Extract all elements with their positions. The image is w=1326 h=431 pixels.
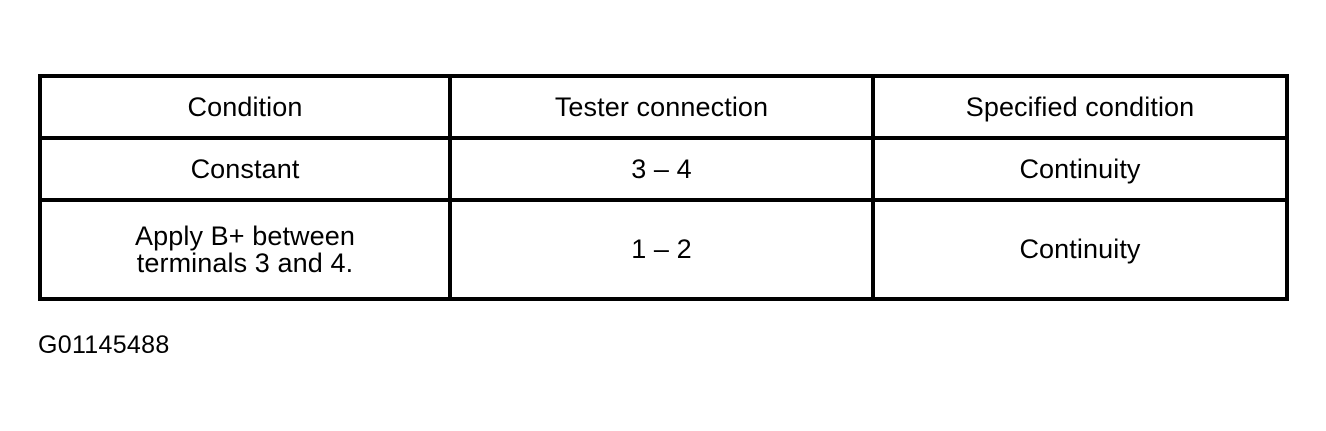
table-header-row: Condition Tester connection Specified co… — [38, 74, 1289, 140]
cell-tester-connection: 1 – 2 — [448, 198, 875, 301]
figure-caption: G01145488 — [38, 331, 170, 359]
table-row: Apply B+ between terminals 3 and 4. 1 – … — [38, 198, 1289, 301]
cell-specified-condition: Continuity — [871, 198, 1289, 301]
cell-condition-line-1: Apply B+ between — [135, 220, 355, 251]
cell-condition: Constant — [38, 136, 452, 202]
cell-tester-connection: 3 – 4 — [448, 136, 875, 202]
inspection-table: Condition Tester connection Specified co… — [38, 74, 1289, 301]
cell-condition: Apply B+ between terminals 3 and 4. — [38, 198, 452, 301]
column-header-condition: Condition — [38, 74, 452, 140]
column-header-tester-connection: Tester connection — [448, 74, 875, 140]
cell-specified-condition: Continuity — [871, 136, 1289, 202]
cell-condition-line-2: terminals 3 and 4. — [136, 247, 354, 278]
table-row: Constant 3 – 4 Continuity — [38, 136, 1289, 202]
column-header-specified-condition: Specified condition — [871, 74, 1289, 140]
